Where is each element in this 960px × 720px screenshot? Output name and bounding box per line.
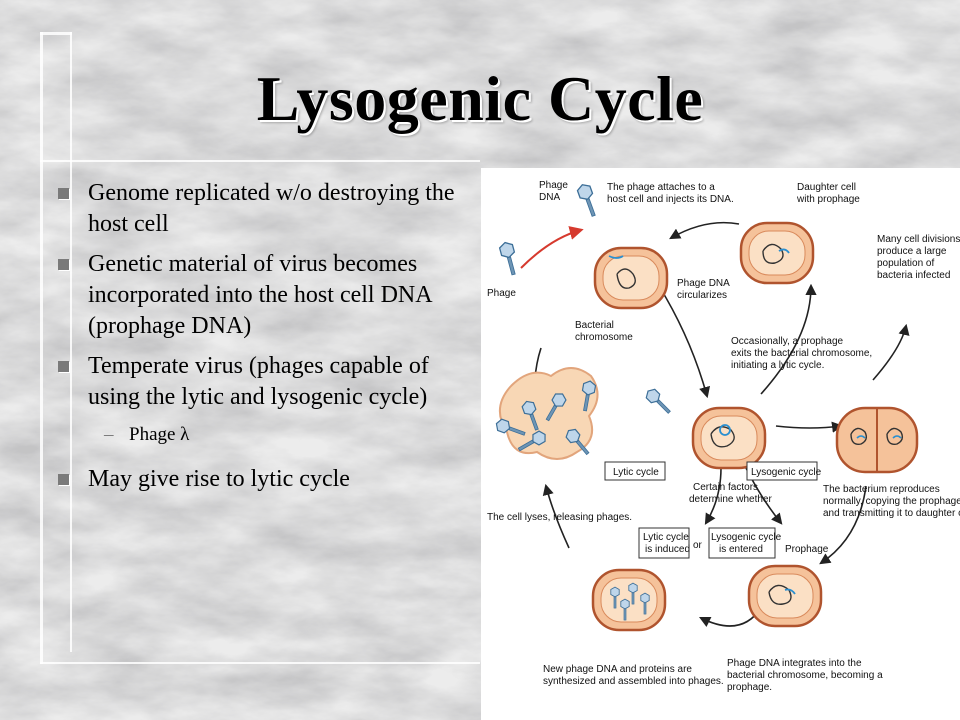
cell-new-phages [591, 568, 667, 632]
arrow-center-down [704, 467, 722, 525]
bullet-text: Temperate virus (phages capable of using… [88, 353, 429, 410]
label-circularizes: Phage DNA [677, 278, 730, 289]
frame-left-vertical [40, 32, 43, 664]
label-phage: Phage [487, 288, 516, 299]
bullet-text: Genetic material of virus becomes incorp… [88, 251, 432, 339]
label-lysogenic-cycle: Lysogenic cycle [751, 467, 822, 478]
label-divisions: Many cell divisions [877, 234, 960, 245]
label-bacterial-chromosome: Bacterial [575, 320, 614, 331]
arrow-center-to-daughter [760, 283, 817, 395]
label-integrates: Phage DNA integrates into the [727, 658, 862, 669]
label-prophage: Prophage [785, 544, 829, 555]
label-integrates-3: prophage. [727, 682, 772, 693]
bullet-item: Temperate virus (phages capable of using… [54, 351, 479, 413]
label-factors: Certain factors [693, 482, 758, 493]
arrow-daughter-back [669, 221, 740, 240]
slide-title: Lysogenic Cycle [256, 63, 704, 134]
label-lytic-induced: Lytic cycle [643, 532, 689, 543]
label-circularizes-2: circularizes [677, 290, 727, 301]
label-divisions-4: bacteria infected [877, 270, 950, 281]
label-lysogenic-entered-2: is entered [719, 544, 763, 555]
cell-infected [593, 246, 669, 310]
cell-center [691, 406, 767, 470]
bullet-square-icon [58, 188, 69, 199]
box-lysogenic-entered [708, 527, 776, 559]
bullet-item: Genome replicated w/o destroying the hos… [54, 178, 479, 240]
arrow-to-center [658, 285, 711, 399]
label-lytic-cycle: Lytic cycle [613, 467, 659, 478]
cell-dividing [835, 406, 919, 474]
label-or: or [693, 540, 703, 551]
cell-prophage [747, 564, 823, 628]
label-occasionally-2: exits the bacterial chromosome, [731, 348, 872, 359]
label-daughter: Daughter cell [797, 182, 856, 193]
label-reproduces-2: normally, copying the prophage [823, 496, 960, 507]
box-lysogenic-cycle [746, 461, 818, 481]
arrow-phage-injection [520, 226, 584, 269]
label-occasionally-3: initiating a lytic cycle. [731, 360, 824, 371]
label-phage-dna-2: DNA [539, 192, 560, 203]
bullet-square-icon [58, 361, 69, 372]
cell-daughter [739, 221, 815, 285]
label-integrates-2: bacterial chromosome, becoming a [727, 670, 883, 681]
label-new-phage-2: synthesized and assembled into phages. [543, 676, 724, 687]
arrow-to-prophage [819, 485, 867, 565]
frame-divider [40, 160, 480, 162]
frame-bottom-line [40, 662, 480, 664]
box-lytic-cycle [604, 461, 666, 481]
sub-bullet-text: Phage λ [129, 424, 190, 445]
label-phage-dna: Phage [539, 180, 568, 191]
bullet-text: May give rise to lytic cycle [88, 466, 350, 492]
label-divisions-2: produce a large [877, 246, 947, 257]
label-occasionally: Occasionally, a prophage [731, 336, 844, 347]
label-reproduces-3: and transmitting it to daughter cells. [823, 508, 960, 519]
box-lytic-induced [638, 527, 690, 559]
bullet-item: Genetic material of virus becomes incorp… [54, 249, 479, 342]
label-divisions-3: population of [877, 258, 934, 269]
label-reproduces: The bacterium reproduces [823, 484, 940, 495]
label-attach: The phage attaches to a [607, 182, 715, 193]
frame-top-tick [40, 32, 72, 35]
label-bacterial-chromosome-2: chromosome [575, 332, 633, 343]
arrow-to-reproduces [775, 421, 844, 433]
arrow-to-lysis [542, 483, 570, 549]
bullet-square-icon [58, 259, 69, 270]
bullet-list: Genome replicated w/o destroying the hos… [54, 178, 479, 504]
dash-icon: – [104, 424, 114, 445]
bullet-square-icon [58, 474, 69, 485]
lysed-cell [493, 367, 675, 460]
label-attach-2: host cell and injects its DNA. [607, 194, 734, 205]
label-lytic-induced-2: is induced [645, 544, 690, 555]
label-lyses: The cell lyses, releasing phages. [487, 512, 632, 523]
label-lysogenic-entered: Lysogenic cycle [711, 532, 782, 543]
frame-inner-vertical [70, 32, 72, 652]
label-factors-2: determine whether [689, 494, 772, 505]
label-daughter-2: with prophage [796, 194, 860, 205]
label-new-phage: New phage DNA and proteins are [543, 664, 692, 675]
sub-bullet-item: – Phage λ [54, 422, 479, 448]
lysogenic-cycle-diagram: Phage DNA Phage The phage attaches to a … [481, 168, 960, 720]
bullet-item: May give rise to lytic cycle [54, 464, 479, 495]
arrow-to-divisions [872, 323, 910, 381]
bullet-text: Genome replicated w/o destroying the hos… [88, 180, 455, 237]
